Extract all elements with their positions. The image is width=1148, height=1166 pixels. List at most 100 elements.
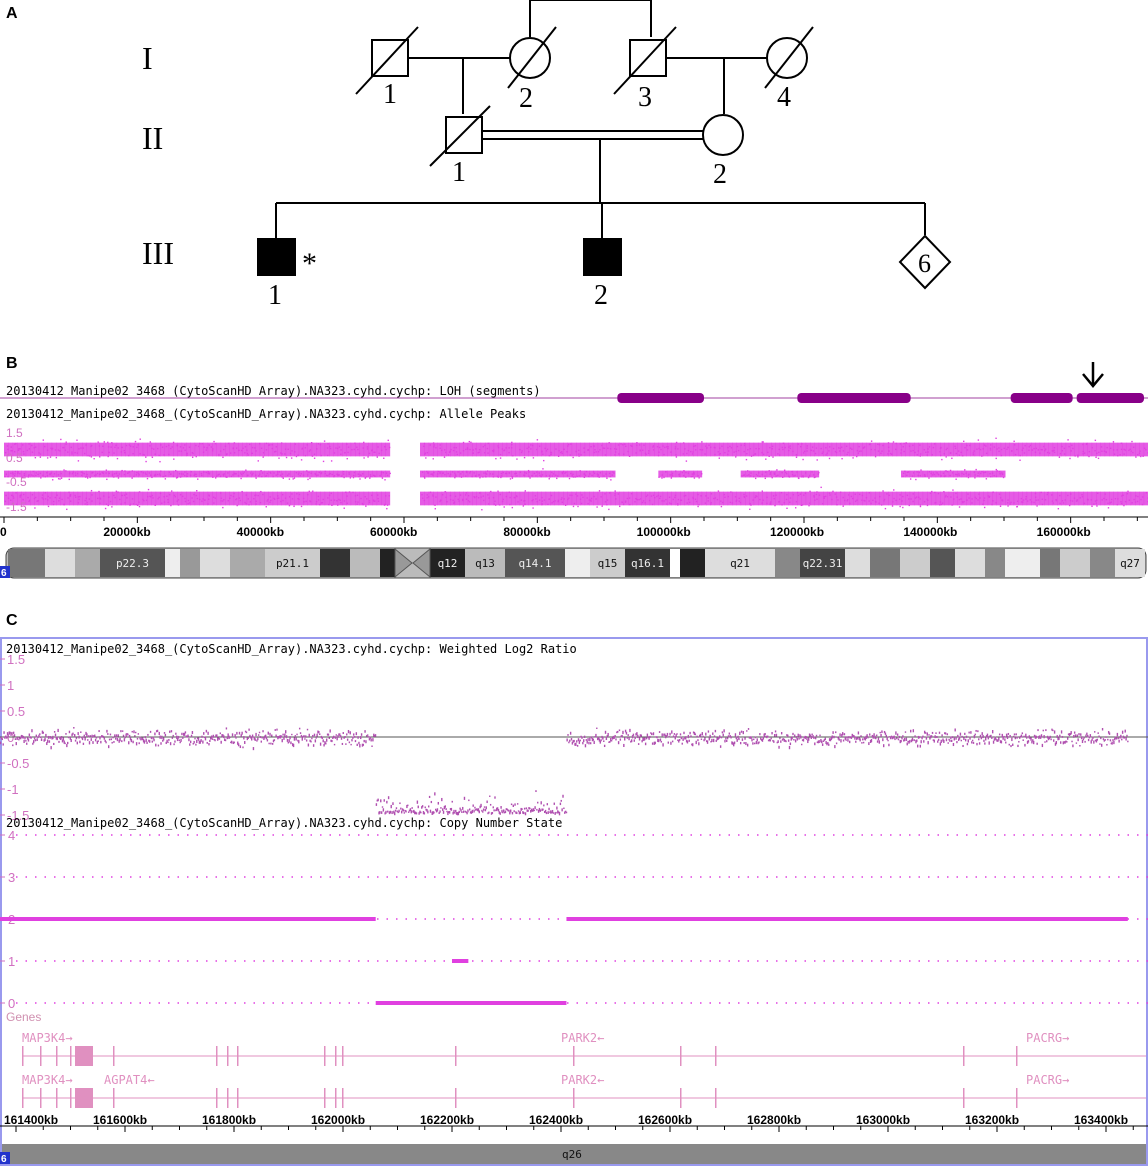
allele-point-band	[86, 442, 92, 457]
allele-point-band	[428, 442, 434, 457]
allele-point	[919, 455, 921, 457]
allele-point-band	[368, 491, 373, 506]
log2-point	[257, 734, 260, 736]
log2-point	[907, 740, 909, 743]
allele-point	[14, 443, 16, 445]
loh-segment	[1010, 393, 1073, 403]
allele-point	[602, 447, 605, 449]
allele-point-band	[935, 442, 941, 457]
log2-point	[255, 732, 257, 737]
log2-point	[537, 801, 539, 804]
log2-point	[984, 742, 986, 745]
log2-point	[1049, 735, 1051, 739]
log2-point	[34, 739, 37, 742]
allele-point	[902, 446, 904, 448]
log2-point	[1096, 738, 1099, 741]
log2-point	[89, 735, 92, 737]
allele-point-band	[576, 470, 581, 478]
allele-point-band	[138, 442, 144, 457]
log2-point	[373, 733, 375, 737]
log2-point	[617, 730, 619, 733]
allele-point	[271, 444, 273, 446]
allele-point	[1141, 496, 1144, 498]
allele-point	[734, 496, 737, 498]
allele-point-band	[268, 491, 274, 506]
allele-point-band	[372, 470, 378, 478]
log2-point	[291, 733, 293, 736]
allele-point	[186, 452, 188, 455]
gene-label: AGPAT4←	[104, 1073, 155, 1087]
allele-point-band	[1009, 442, 1015, 457]
log2-point	[561, 808, 563, 812]
allele-point	[719, 447, 721, 449]
allele-point	[762, 441, 764, 443]
allele-point	[109, 500, 112, 503]
allele-point	[758, 472, 760, 474]
log2-point	[494, 796, 496, 799]
log2-point	[741, 738, 744, 741]
allele-point	[764, 475, 766, 477]
allele-point	[322, 460, 325, 463]
allele-point	[773, 473, 776, 475]
allele-point-band	[99, 442, 105, 457]
allele-point-band	[927, 491, 932, 506]
allele-point	[899, 443, 902, 445]
log2-point	[1015, 733, 1017, 736]
log2-point	[711, 738, 713, 742]
log2-point	[808, 733, 811, 737]
allele-point	[971, 498, 973, 500]
allele-point	[270, 472, 272, 474]
exon	[216, 1088, 218, 1108]
log2-point	[1125, 737, 1127, 741]
allele-point	[786, 507, 788, 510]
log2-point	[1021, 732, 1024, 735]
ideogram-band	[845, 549, 870, 577]
log2-point	[29, 736, 31, 739]
allele-point	[549, 476, 551, 478]
log2-point	[274, 729, 276, 731]
log2-point	[961, 735, 963, 738]
allele-point	[733, 451, 735, 453]
log2-point	[585, 739, 588, 741]
allele-point	[149, 495, 151, 498]
allele-point	[825, 447, 827, 449]
allele-point	[135, 474, 138, 476]
log2-point	[630, 740, 632, 743]
allele-point-band	[922, 491, 928, 506]
allele-point-band	[844, 442, 850, 457]
log2-point	[795, 736, 798, 739]
allele-point	[138, 505, 141, 508]
log2-point	[839, 733, 841, 737]
allele-point	[914, 497, 917, 499]
allele-point-band	[1091, 491, 1097, 506]
log2-point	[311, 737, 313, 740]
log2-point	[1027, 740, 1030, 743]
log2-point	[9, 731, 11, 734]
allele-point	[86, 501, 88, 504]
allele-point	[937, 474, 940, 476]
allele-point	[489, 473, 491, 475]
allele-point	[426, 494, 428, 496]
log2-point	[872, 735, 874, 739]
allele-point	[929, 492, 932, 494]
allele-point	[548, 474, 551, 477]
log2-point	[449, 808, 452, 811]
allele-point	[170, 473, 172, 475]
allele-point-band	[1100, 491, 1106, 506]
log2-point	[478, 810, 480, 814]
allele-point	[946, 496, 949, 498]
allele-point	[931, 474, 934, 476]
allele-point	[608, 508, 610, 511]
log2-point	[924, 732, 927, 734]
log2-point	[98, 730, 100, 733]
allele-point	[52, 500, 55, 503]
allele-point	[35, 472, 37, 474]
allele-point	[678, 475, 681, 477]
ideogram-band	[870, 549, 900, 577]
log2-point	[349, 731, 351, 735]
log2-point	[737, 735, 739, 739]
log2-point	[520, 807, 522, 811]
allele-point	[1055, 499, 1058, 502]
allele-point-band	[303, 442, 308, 457]
allele-point-band	[944, 491, 950, 506]
